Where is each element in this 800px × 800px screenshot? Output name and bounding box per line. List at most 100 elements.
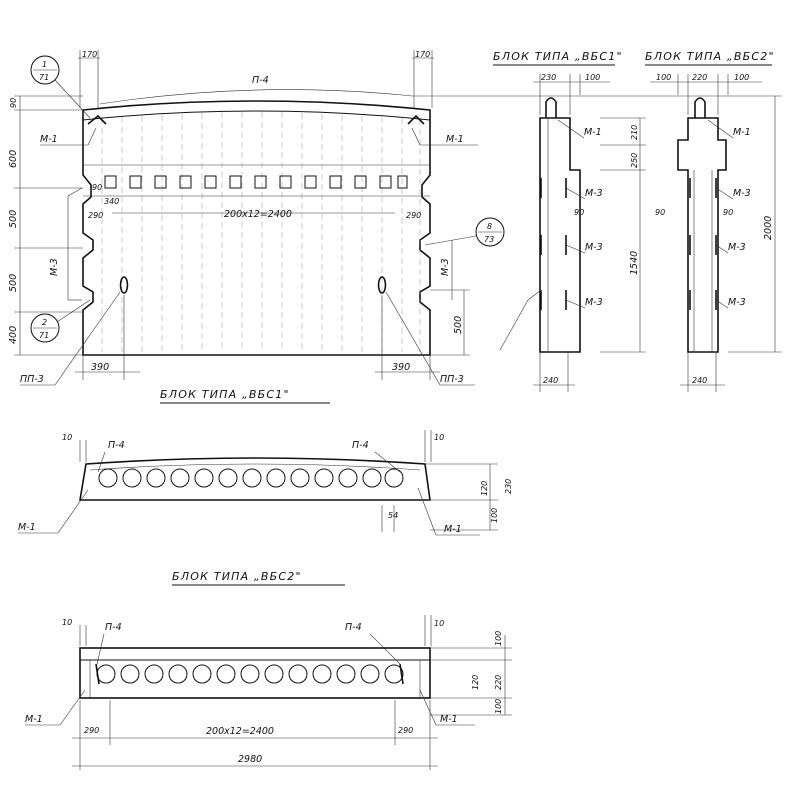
plan2-outline	[79, 647, 431, 699]
dim-sec2-220: 220	[692, 73, 707, 82]
dim-plan1-230: 230	[504, 479, 513, 494]
section-vbs2: БЛОК ТИПА „ВБС2" 100 220 100 М-1 М-3 М-3…	[645, 50, 782, 392]
label-front-m1-left: М-1	[40, 134, 58, 145]
dim-plan2-120: 120	[471, 675, 480, 690]
label-sec1-m3-a: М-3	[585, 188, 603, 199]
dim-front-500-right: 500	[453, 316, 464, 334]
front-hatching	[101, 112, 421, 352]
front-view: 200x12=2400 290 290 90 340 170 170 П-4 9…	[8, 50, 700, 404]
label-sec2-m3-b: М-3	[728, 242, 746, 253]
dim-sec1-1540: 1540	[629, 251, 640, 275]
lifting-loop-left	[87, 114, 107, 125]
dim-front-600: 600	[8, 150, 19, 168]
dim-sec1-90: 90	[574, 208, 584, 217]
circle1-top: 1	[42, 60, 47, 69]
plan-vbs2: БЛОК ТИПА „ВБС2" 10 10 П-4	[25, 570, 512, 770]
dim-plan2-2980: 2980	[238, 754, 262, 765]
dim-sec2-240: 240	[692, 376, 707, 385]
ref-circle-3: 8 73	[424, 217, 505, 247]
dim-sec1-240: 240	[543, 376, 558, 385]
dim-front-200x12: 200x12=2400	[224, 209, 292, 220]
dim-sec2-2000: 2000	[763, 216, 774, 240]
dim-front-170-left: 170	[82, 50, 97, 59]
section-vbs1: БЛОК ТИПА „ВБС1" 230 100 М-1 М-3 М-3 М-3…	[493, 50, 646, 392]
sec1-outline	[539, 117, 581, 353]
dim-sec2-90-left: 90	[655, 208, 665, 217]
dim-plan1-100: 100	[490, 508, 499, 523]
mount-right	[377, 276, 387, 294]
dim-plan2-100-top: 100	[494, 631, 503, 646]
label-sec1-m3-c: М-3	[585, 297, 603, 308]
dim-plan1-10-left: 10	[62, 433, 72, 442]
dim-plan2-10-right: 10	[434, 619, 444, 628]
dim-front-390-right: 390	[392, 362, 410, 373]
dim-plan2-290-right: 290	[398, 726, 413, 735]
dim-plan1-10-right: 10	[434, 433, 444, 442]
dim-sec2-100-right: 100	[734, 73, 749, 82]
circle1-bottom: 71	[39, 73, 49, 82]
front-openings	[104, 175, 408, 189]
label-front-p4: П-4	[252, 75, 269, 86]
label-plan1-m1-right: М-1	[444, 524, 462, 535]
label-front-m1-right: М-1	[446, 134, 464, 145]
label-plan2-p4-left: П-4	[105, 622, 122, 633]
dim-front-340: 340	[104, 197, 119, 206]
label-sec1-m1: М-1	[584, 127, 602, 138]
label-front-m3-right: М-3	[440, 258, 451, 276]
plan-vbs1: 10 10 П-4 П-4 120 230 100 54 М-1 М-1	[18, 430, 513, 536]
dim-front-500-a: 500	[8, 210, 19, 228]
dim-front-170-right: 170	[415, 50, 430, 59]
plan1-holes	[98, 468, 404, 488]
dim-sec1-250: 250	[630, 153, 639, 168]
dim-front-390-left: 390	[91, 362, 109, 373]
title-sec1: БЛОК ТИПА „ВБС1"	[493, 50, 623, 63]
label-plan1-p4-right: П-4	[352, 440, 369, 451]
label-sec2-m1: М-1	[733, 127, 751, 138]
label-sec2-m3-a: М-3	[733, 188, 751, 199]
circle3-top: 8	[487, 222, 492, 231]
label-plan2-p4-right: П-4	[345, 622, 362, 633]
plan2-holes	[96, 664, 404, 684]
ref-circle-1: 1 71	[30, 55, 91, 119]
ref-circle-2: 2 71	[30, 299, 91, 343]
dim-plan2-290-left: 290	[84, 726, 99, 735]
mount-left	[119, 276, 129, 294]
dim-sec1-210: 210	[630, 125, 639, 140]
circle2-top: 2	[42, 318, 47, 327]
label-sec2-m3-c: М-3	[728, 297, 746, 308]
title-plan2: БЛОК ТИПА „ВБС2"	[172, 570, 302, 583]
dim-plan2-220: 220	[494, 675, 503, 690]
dim-front-90-a: 90	[92, 183, 102, 192]
label-front-pp3-right: ПП-3	[440, 374, 464, 385]
dim-sec2-90-right: 90	[723, 208, 733, 217]
circle3-bottom: 73	[484, 235, 494, 244]
label-front-m3-left: М-3	[49, 258, 60, 276]
dim-plan1-54: 54	[388, 511, 398, 520]
dim-front-500-b: 500	[8, 274, 19, 292]
plan1-outline	[79, 457, 431, 501]
dim-front-290-right: 290	[406, 211, 421, 220]
lifting-loop-right	[407, 114, 425, 125]
title-sec2: БЛОК ТИПА „ВБС2"	[645, 50, 775, 63]
label-plan1-p4-left: П-4	[108, 440, 125, 451]
title-front: БЛОК ТИПА „ВБС1"	[160, 388, 290, 401]
label-plan2-m1-left: М-1	[25, 714, 43, 725]
dim-plan1-100-20: 120	[480, 481, 489, 496]
label-front-pp3-left: ПП-3	[20, 374, 44, 385]
dim-plan2-10-left: 10	[62, 618, 72, 627]
dim-sec2-100-left: 100	[656, 73, 671, 82]
dim-plan2-100-bottom: 100	[494, 699, 503, 714]
front-outline	[82, 100, 431, 356]
dim-front-90-left: 90	[9, 98, 18, 108]
dim-sec1-100: 100	[585, 73, 600, 82]
dim-sec1-230: 230	[541, 73, 556, 82]
circle2-bottom: 71	[39, 331, 49, 340]
dim-plan2-200x12: 200x12=2400	[206, 726, 274, 737]
dim-front-400: 400	[8, 326, 19, 344]
label-plan1-m1-left: М-1	[18, 522, 36, 533]
sec2-outline	[677, 117, 727, 353]
dim-front-290-left: 290	[88, 211, 103, 220]
label-sec1-m3-b: М-3	[585, 242, 603, 253]
label-plan2-m1-right: М-1	[440, 714, 458, 725]
